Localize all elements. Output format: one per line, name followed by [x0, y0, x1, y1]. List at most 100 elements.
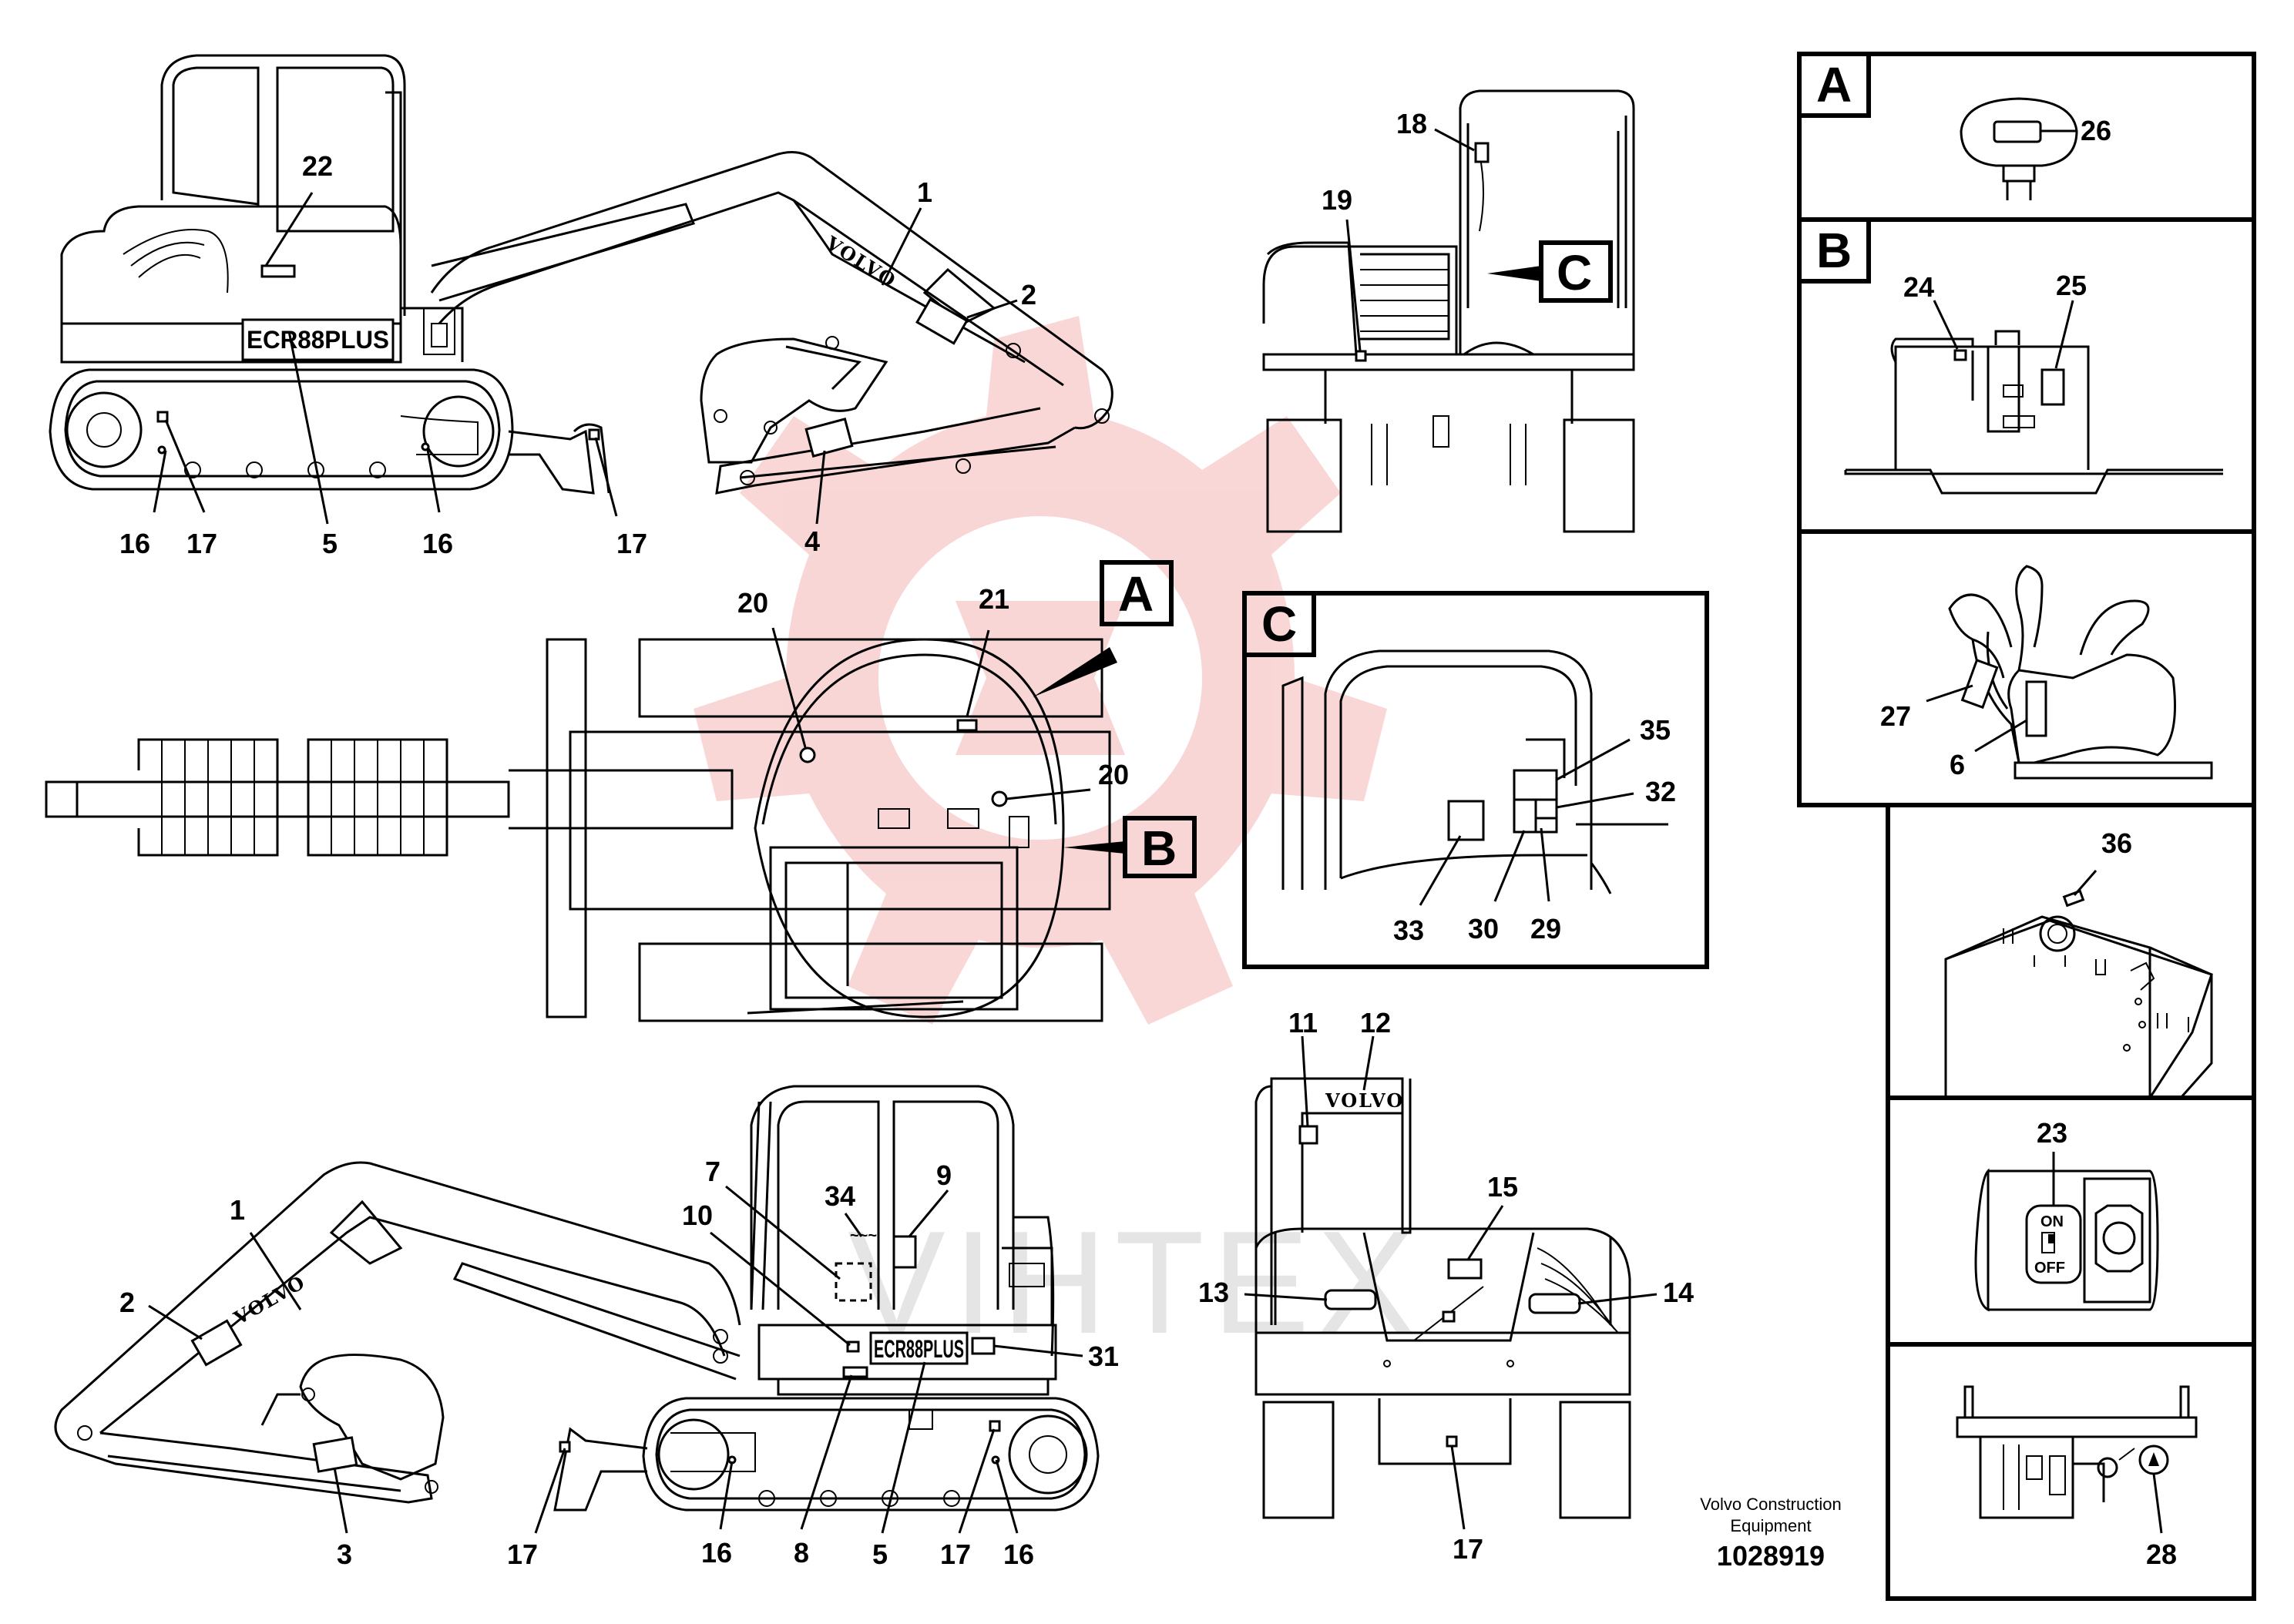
decal-3	[312, 1436, 358, 1473]
label-36: 36	[2101, 827, 2132, 859]
label-8: 8	[794, 1537, 809, 1569]
label-15: 15	[1487, 1171, 1518, 1203]
label-20-b: 20	[1098, 759, 1129, 790]
decal-17-left-a	[156, 411, 169, 423]
decal-25	[2040, 368, 2065, 406]
panel-b: B 24 25	[1797, 217, 2223, 495]
left-side-machine-outline	[49, 54, 1113, 495]
label-7: 7	[705, 1156, 720, 1187]
switch-off-label: OFF	[2034, 1260, 2065, 1277]
decal-27	[1960, 658, 1999, 710]
right-side-volvo-text: VOLVO	[230, 1270, 310, 1330]
label-27: 27	[1880, 700, 1911, 732]
decal-21	[956, 719, 978, 732]
label-1-right: 1	[230, 1194, 245, 1226]
decal-20-b	[991, 790, 1008, 807]
label-30: 30	[1468, 913, 1499, 945]
label-17-left-a: 17	[186, 528, 217, 559]
left-side-volvo-decal: VOLVO	[821, 231, 901, 292]
label-1-left: 1	[917, 176, 932, 208]
label-5-right: 5	[872, 1538, 888, 1570]
decal-11	[1298, 1125, 1318, 1145]
left-side-volvo-text: VOLVO	[821, 231, 901, 292]
label-17-rear: 17	[1453, 1533, 1483, 1565]
panel-levers: 27 6	[1880, 565, 2213, 780]
label-17-right-b: 17	[940, 1538, 971, 1570]
label-17-left-b: 17	[616, 528, 647, 559]
footer: Volvo Construction Equipment 1028919	[1700, 1495, 1841, 1572]
label-22: 22	[302, 150, 333, 182]
view-c-marker-box	[1539, 240, 1613, 303]
right-side-volvo-decal: VOLVO	[230, 1270, 310, 1330]
label-6: 6	[1950, 749, 1965, 780]
label-33: 33	[1393, 914, 1424, 946]
top-view-machine-outline	[45, 638, 1111, 1022]
decal-24	[1953, 349, 1967, 361]
label-26: 26	[2081, 115, 2111, 146]
label-25: 25	[2056, 270, 2087, 301]
rear-bottom-volvo-text: VOLVO	[1325, 1089, 1404, 1112]
right-side-model-text: ECR88PLUS	[874, 1335, 964, 1363]
decal-18	[1474, 142, 1490, 163]
decal-15	[1447, 1258, 1483, 1280]
label-24: 24	[1903, 271, 1934, 303]
label-16-left-a: 16	[119, 528, 150, 559]
switch-on-label: ON	[2040, 1213, 2064, 1230]
label-23: 23	[2037, 1117, 2067, 1149]
panel-a-letter-box	[1797, 52, 1871, 118]
decal-13	[1324, 1289, 1377, 1310]
label-4: 4	[804, 525, 820, 557]
decal-14	[1528, 1293, 1581, 1314]
label-16-left-b: 16	[422, 528, 453, 559]
decal-7	[835, 1262, 872, 1302]
decal-6	[2025, 680, 2047, 737]
label-20-a: 20	[737, 587, 768, 619]
label-13: 13	[1198, 1277, 1229, 1308]
rear-bottom-volvo-decal: VOLVO	[1325, 1089, 1404, 1112]
rear-bottom-view: VOLVO 11 12 15 13 14 17	[1198, 1007, 1694, 1565]
right-side-model-decal: ECR88PLUS	[869, 1331, 969, 1365]
detail-c-letter-box	[1242, 591, 1316, 657]
footer-company-line2: Equipment	[1730, 1516, 1811, 1535]
decal-mid-rear	[1442, 1310, 1456, 1323]
decal-16-left-b	[421, 442, 430, 451]
decal-4	[804, 418, 854, 458]
label-14: 14	[1663, 1277, 1694, 1308]
footer-doc-number: 1028919	[1717, 1540, 1825, 1572]
detail-c-letter: C	[1261, 596, 1297, 652]
pointer-to-a	[1033, 647, 1117, 697]
label-32: 32	[1645, 776, 1676, 807]
view-b-marker-letter: B	[1141, 820, 1177, 876]
view-c-marker-letter: C	[1557, 245, 1592, 300]
decal-30	[1513, 798, 1537, 834]
pointer-to-b	[1063, 841, 1125, 854]
label-21: 21	[979, 583, 1009, 615]
decal-29	[1534, 817, 1558, 834]
top-view: A B 20 21 20	[45, 560, 1197, 1022]
decal-9	[892, 1235, 917, 1269]
decal-36	[2062, 889, 2085, 908]
view-a-marker-letter: A	[1118, 566, 1154, 622]
panels-lower-frame	[1886, 803, 2256, 1601]
label-9: 9	[936, 1159, 952, 1191]
panel-b-letter-box	[1797, 217, 1871, 284]
label-16-right-a: 16	[701, 1537, 732, 1569]
label-16-right-b: 16	[1003, 1538, 1034, 1570]
label-11: 11	[1288, 1007, 1318, 1038]
decal-19	[1355, 350, 1367, 362]
decal-8	[842, 1366, 868, 1378]
right-side-machine-outline	[54, 1085, 1100, 1512]
detail-c-frame	[1242, 591, 1709, 969]
rear-top-machine-outline	[1262, 89, 1635, 533]
decal-17-rear	[1446, 1435, 1458, 1448]
rear-top-view: C 18 19	[1262, 89, 1635, 533]
decal-17-right-b	[989, 1420, 1001, 1432]
decal-31	[971, 1337, 996, 1355]
panel-switch: ON OFF 23	[1974, 1117, 2159, 1312]
decal-2-left	[915, 297, 969, 345]
view-a-marker-box	[1100, 560, 1174, 626]
panel-b-letter: B	[1816, 223, 1852, 278]
left-side-model-text: ECR88PLUS	[247, 326, 389, 354]
watermark: VIHTEX	[694, 316, 1415, 1364]
